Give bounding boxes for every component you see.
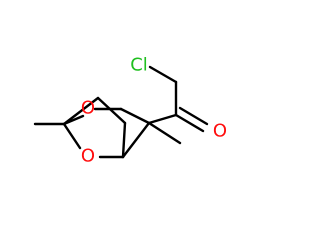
bond-carbonyl-quaternary [147,113,178,125]
molecule-structure: Cl O O O [33,55,227,167]
bond-bridgehead-ring-oxygen-bottom [62,122,82,150]
bond-bridgehead-ch2-back [62,96,100,126]
bond-ch2-bridge-methine [121,121,127,159]
bond-carbonyl-oxygen-double-b [178,106,209,126]
atom-labels: Cl O O O [81,55,227,167]
bond-carbonyl-oxygen-double-a [174,113,205,133]
ketone-oxygen-label: O [213,121,227,142]
bonds [33,65,209,159]
bond-ch2-back-ch2 [96,96,127,125]
bond-methine-quaternary [121,121,151,159]
ring-oxygen-top-label: O [81,98,95,119]
ring-oxygen-bottom-label: O [81,146,95,167]
bond-cl-ch2 [148,65,178,84]
chlorine-atom-label: Cl [130,55,148,76]
bond-quaternary-methyl [147,121,182,145]
bond-quaternary-ch2-upper [119,107,151,125]
